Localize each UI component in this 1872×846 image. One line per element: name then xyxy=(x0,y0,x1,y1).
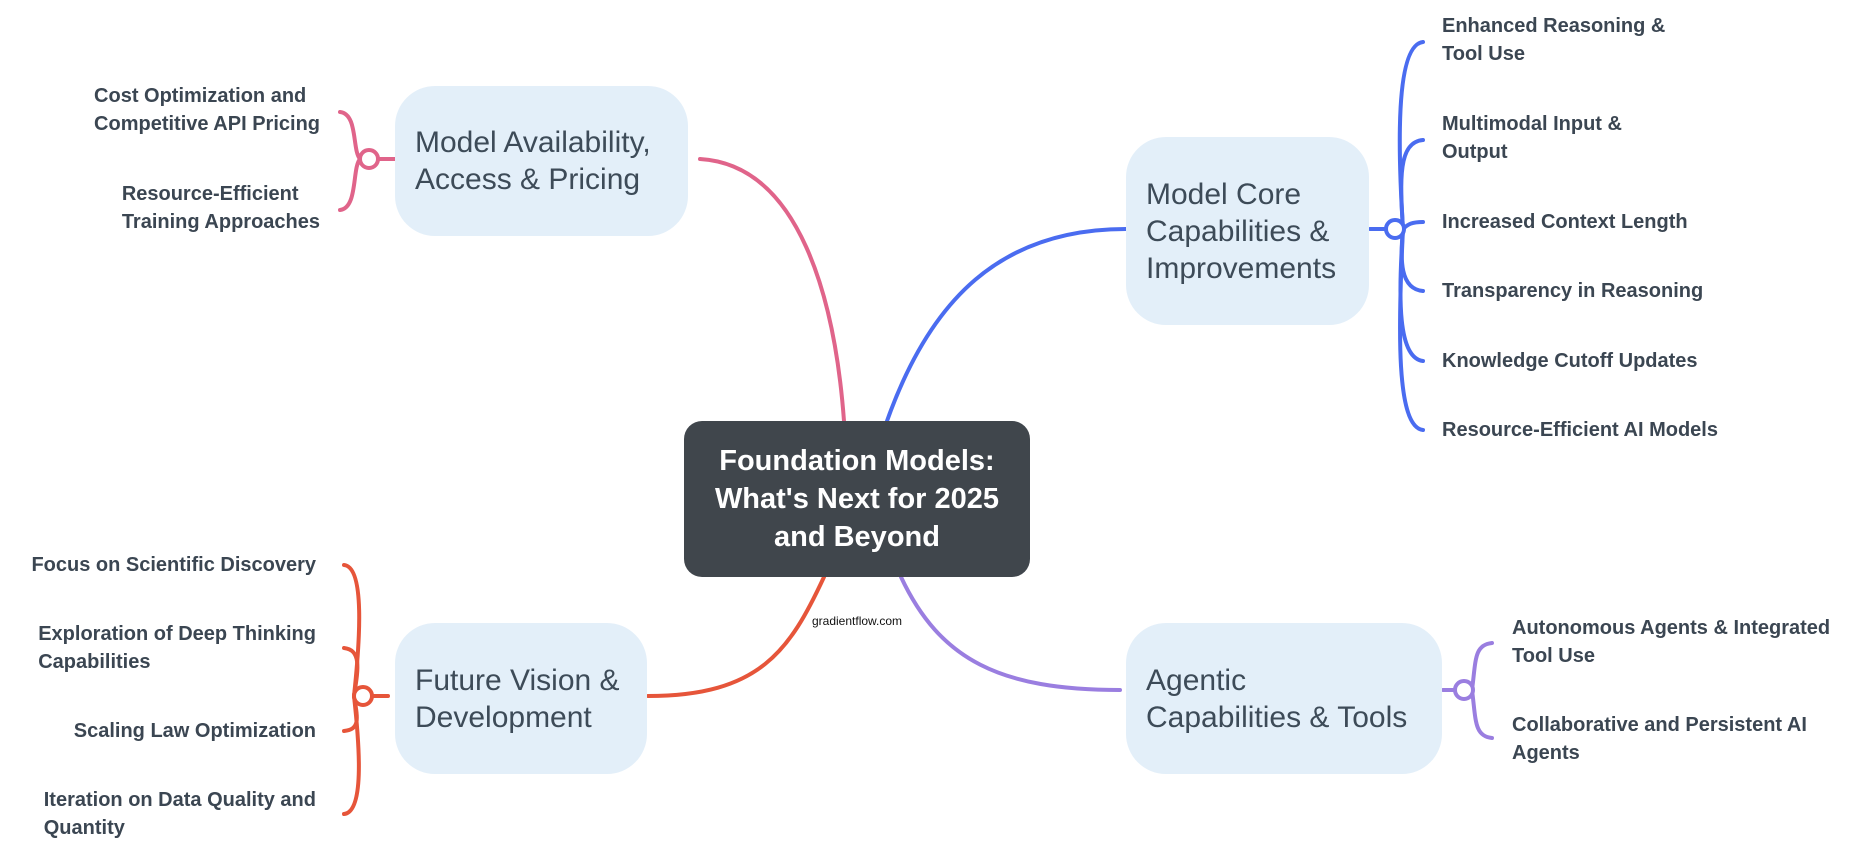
topic-future[interactable]: Future Vision &Development xyxy=(395,623,647,774)
link-availability-leaf-1 xyxy=(338,110,362,161)
leaf-line: Exploration of Deep Thinking xyxy=(38,623,316,645)
central-topic[interactable]: Foundation Models: What's Next for 2025 … xyxy=(684,421,1030,577)
leaf-line: Tool Use xyxy=(1512,645,1595,667)
topic-core-line-3: Improvements xyxy=(1146,251,1337,285)
topic-availability-line-1: Model Availability, xyxy=(415,126,651,159)
link-future-leaf-4 xyxy=(342,694,361,816)
topic-agentic-line-1: Agentic xyxy=(1146,663,1247,697)
leaf-transparency[interactable]: Transparency in Reasoning xyxy=(1442,277,1703,305)
leaf-multimodal[interactable]: Multimodal Input & Output xyxy=(1442,110,1622,166)
hub-availability xyxy=(358,148,380,170)
leaf-deep-thinking[interactable]: Exploration of Deep Thinking Capabilitie… xyxy=(38,620,316,676)
link-core-leaf-4 xyxy=(1399,227,1425,293)
topic-agentic-line-2: Capabilities & Tools xyxy=(1146,700,1408,734)
topic-future-line-1: Future Vision & xyxy=(415,663,620,697)
leaf-enhanced-reasoning[interactable]: Enhanced Reasoning & Tool Use xyxy=(1442,12,1665,68)
leaf-line: Multimodal Input & xyxy=(1442,113,1622,135)
central-line-2: What's Next for 2025 xyxy=(714,483,1000,515)
leaf-line: Enhanced Reasoning & xyxy=(1442,15,1666,37)
leaf-cost-optimization[interactable]: Cost Optimization and Competitive API Pr… xyxy=(94,82,320,138)
leaf-scaling-law[interactable]: Scaling Law Optimization xyxy=(74,717,316,745)
link-agentic-leaf-1 xyxy=(1470,641,1494,692)
leaf-autonomous-agents[interactable]: Autonomous Agents & Integrated Tool Use xyxy=(1512,614,1830,670)
leaf-resource-efficient-models[interactable]: Resource-Efficient AI Models xyxy=(1442,416,1718,444)
link-core xyxy=(885,227,1128,423)
link-future xyxy=(646,575,826,698)
link-availability-leaf-2 xyxy=(338,157,362,212)
leaf-data-quality[interactable]: Iteration on Data Quality and Quantity xyxy=(44,786,316,842)
leaf-line: Resource-Efficient xyxy=(121,183,299,205)
leaf-line: Knowledge Cutoff Updates xyxy=(1442,350,1698,372)
topic-core-line-2: Capabilities & xyxy=(1146,214,1330,248)
link-core-leaf-2 xyxy=(1399,138,1425,231)
leaf-line: Training Approaches xyxy=(121,211,320,233)
leaf-line: Capabilities xyxy=(38,651,151,673)
leaf-line: Cost Optimization and xyxy=(94,85,307,107)
hub-core xyxy=(1384,218,1406,240)
link-agentic-leaf-2 xyxy=(1470,688,1494,740)
topic-availability-line-2: Access & Pricing xyxy=(415,163,641,196)
leaf-line: Autonomous Agents & Integrated xyxy=(1512,617,1831,639)
leaf-line: Collaborative and Persistent AI xyxy=(1512,714,1807,736)
hub-agentic xyxy=(1453,679,1475,701)
central-line-1: Foundation Models: xyxy=(719,445,995,477)
leaf-line: Agents xyxy=(1512,742,1580,764)
leaf-line: Focus on Scientific Discovery xyxy=(31,554,316,576)
leaf-line: Competitive API Pricing xyxy=(94,113,320,135)
leaf-knowledge-cutoff[interactable]: Knowledge Cutoff Updates xyxy=(1442,347,1698,375)
hub-future xyxy=(352,685,374,707)
leaf-line: Iteration on Data Quality and xyxy=(43,789,316,811)
link-availability xyxy=(698,157,846,423)
leaf-line: Output xyxy=(1442,141,1508,163)
leaf-collaborative-agents[interactable]: Collaborative and Persistent AI Agents xyxy=(1512,711,1807,767)
central-line-3: and Beyond xyxy=(774,521,940,553)
leaf-line: Tool Use xyxy=(1442,43,1525,65)
leaf-line: Quantity xyxy=(43,817,125,839)
watermark: gradientflow.com xyxy=(812,614,903,628)
leaf-scientific-discovery[interactable]: Focus on Scientific Discovery xyxy=(31,551,316,579)
link-core-leaf-6 xyxy=(1397,227,1425,432)
topic-core-line-1: Model Core xyxy=(1146,177,1302,211)
leaf-line: Transparency in Reasoning xyxy=(1442,280,1704,302)
topic-future-line-2: Development xyxy=(415,700,592,734)
link-agentic xyxy=(899,575,1122,692)
leaf-context-length[interactable]: Increased Context Length xyxy=(1442,208,1688,236)
leaf-line: Resource-Efficient AI Models xyxy=(1442,419,1718,441)
leaf-resource-efficient-training[interactable]: Resource-Efficient Training Approaches xyxy=(122,180,320,236)
leaf-line: Increased Context Length xyxy=(1442,211,1688,233)
link-core-leaf-3 xyxy=(1401,220,1425,231)
topic-availability[interactable]: Model Availability, Access & Pricing xyxy=(395,86,688,236)
leaf-line: Scaling Law Optimization xyxy=(73,720,316,742)
